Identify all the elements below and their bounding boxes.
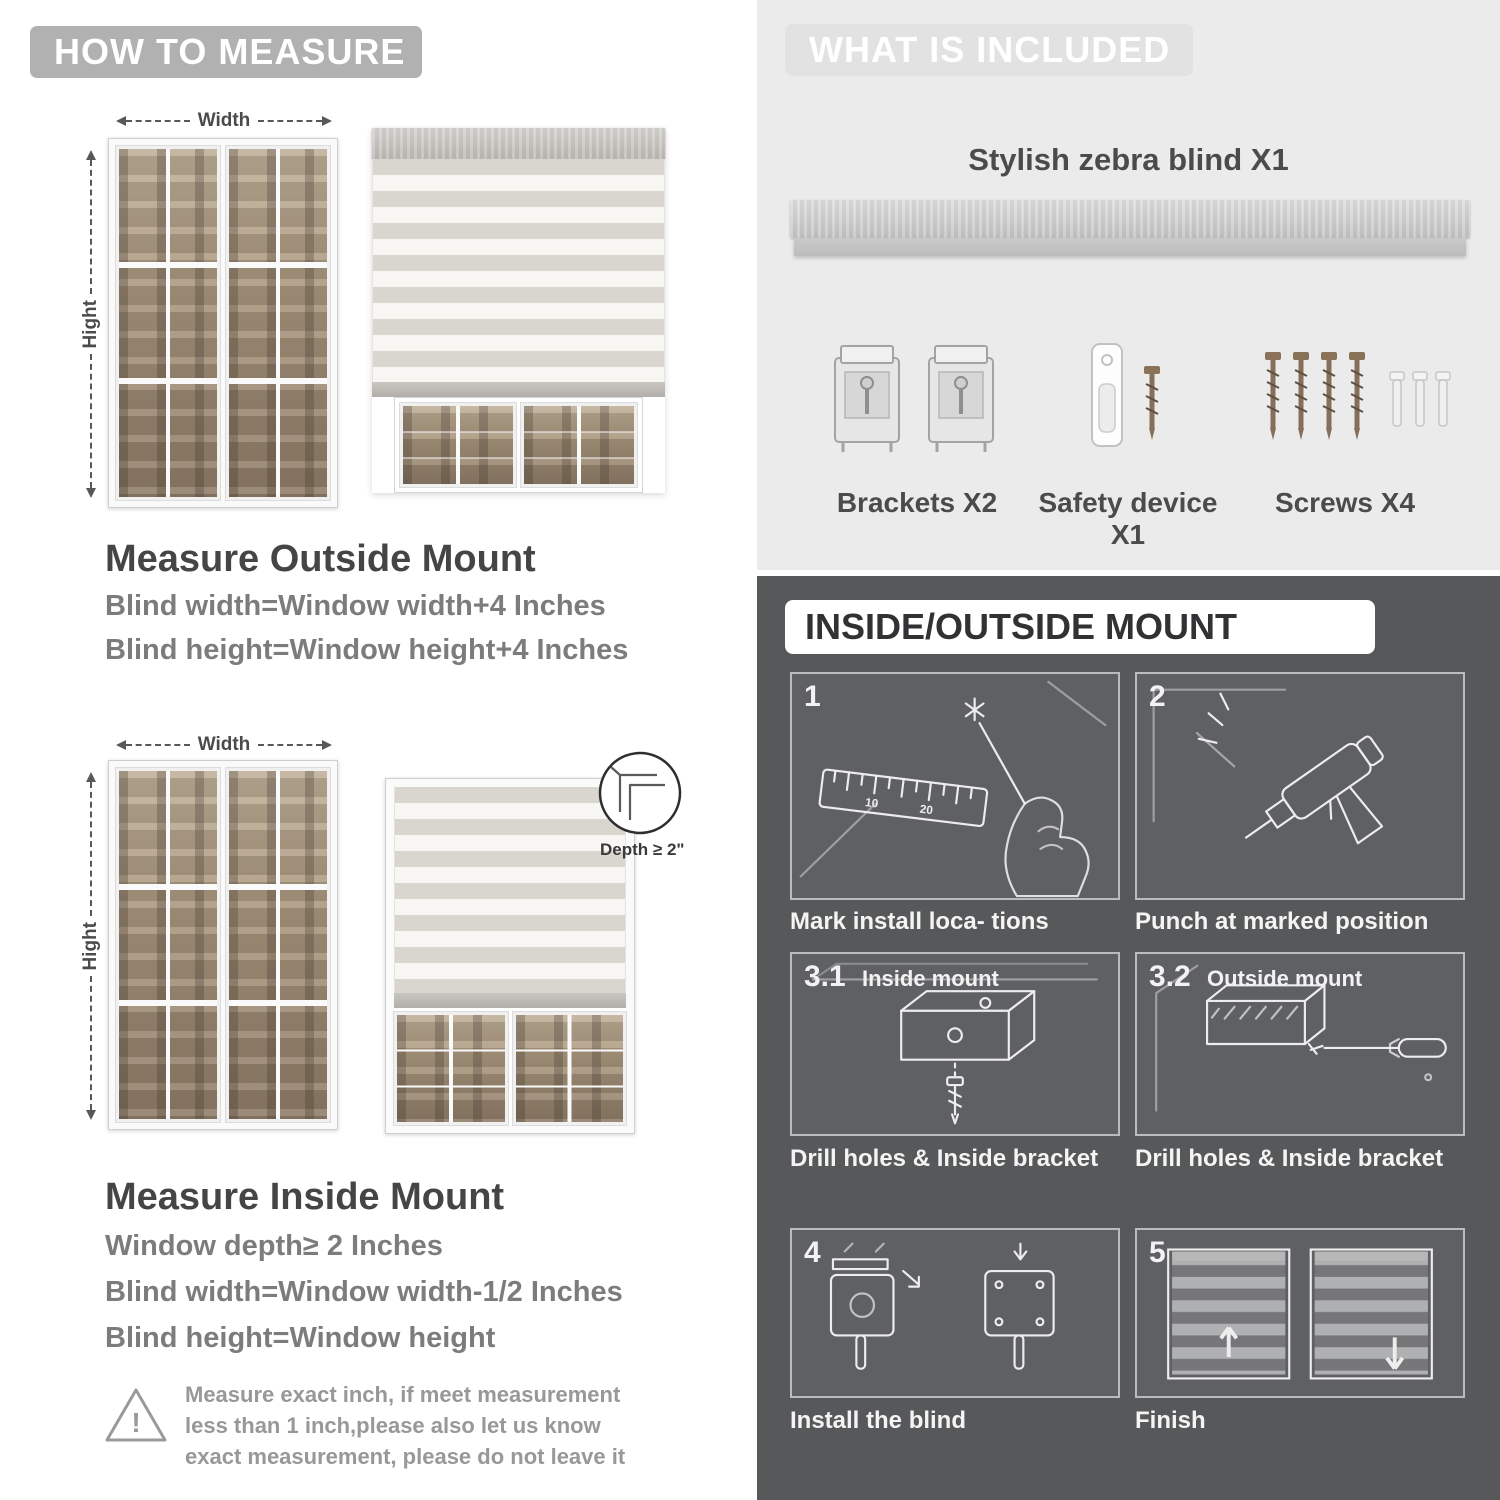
finished-blinds-illustration bbox=[1167, 1248, 1433, 1380]
step-panel-1: 10 20 1 bbox=[790, 672, 1120, 900]
outside-bracket-illustration bbox=[1155, 964, 1447, 1112]
window-sash bbox=[225, 767, 331, 1123]
install-blind-illustration bbox=[829, 1242, 1055, 1370]
what-is-included-header: WHAT IS INCLUDED bbox=[785, 24, 1193, 76]
arrowhead-down-icon bbox=[86, 488, 96, 499]
blind-bottomrail bbox=[372, 382, 665, 397]
zebra-blind-headrail-image bbox=[790, 200, 1470, 256]
step-panel-3-1: 3.1 Inside mount bbox=[790, 952, 1120, 1136]
arrowhead-right-icon bbox=[322, 740, 332, 750]
arrowhead-down-icon bbox=[86, 1110, 96, 1121]
window-illustration-inside bbox=[108, 760, 338, 1130]
step-4-caption: Install the blind bbox=[790, 1407, 967, 1434]
arrowhead-left-icon bbox=[116, 116, 126, 126]
inside-formula-width: Blind width=Window width-1/2 Inches bbox=[105, 1276, 623, 1308]
inside-formula-height: Blind height=Window height bbox=[105, 1322, 496, 1354]
svg-text:!: ! bbox=[131, 1407, 140, 1438]
width-label: Width bbox=[197, 734, 251, 755]
blind-headrail bbox=[372, 128, 665, 159]
width-dimension-arrow: Width bbox=[116, 110, 332, 131]
mount-section-header: INSIDE/OUTSIDE MOUNT bbox=[785, 600, 1375, 654]
arrowhead-left-icon bbox=[116, 740, 126, 750]
arrowhead-up-icon bbox=[86, 150, 96, 160]
safety-device-image bbox=[1091, 343, 1160, 447]
zebra-blind-inside-illustration bbox=[385, 778, 635, 1134]
zebra-blind-outside-illustration bbox=[372, 128, 665, 493]
zebra-stripes bbox=[394, 787, 626, 993]
outside-formula-height: Blind height=Window height+4 Inches bbox=[105, 634, 629, 666]
width-label: Width bbox=[197, 110, 251, 131]
height-dimension-arrow: Hight bbox=[80, 150, 102, 499]
step-panel-5: 5 bbox=[1135, 1228, 1465, 1398]
drill-illustration bbox=[1152, 688, 1384, 845]
step-3-2-caption: Drill holes & Inside bracket bbox=[1135, 1145, 1444, 1172]
step-2-caption: Punch at marked position bbox=[1135, 908, 1429, 935]
step-number: 5 bbox=[1149, 1236, 1166, 1269]
mark-locations-illustration: 10 20 bbox=[799, 680, 1107, 898]
step-number: 3.2 bbox=[1149, 960, 1191, 993]
step-panel-2: 2 bbox=[1135, 672, 1465, 900]
height-label: Hight bbox=[80, 299, 101, 349]
brackets-image bbox=[833, 344, 995, 454]
window-illustration-outside bbox=[108, 138, 338, 508]
step-3-1-caption: Drill holes & Inside bracket bbox=[790, 1145, 1099, 1172]
measure-warning-text: Measure exact inch, if meet measurement … bbox=[185, 1382, 626, 1469]
inside-bracket-illustration bbox=[812, 962, 1098, 1125]
inside-formula-depth: Window depth≥ 2 Inches bbox=[105, 1230, 443, 1262]
step-1-caption: Mark install loca- tions bbox=[790, 908, 1049, 935]
step-title: Inside mount bbox=[862, 966, 999, 991]
mount-steps-section: INSIDE/OUTSIDE MOUNT 10 20 bbox=[757, 576, 1500, 1500]
arrowhead-right-icon bbox=[322, 116, 332, 126]
outside-mount-title: Measure Outside Mount bbox=[105, 538, 536, 580]
step-5-caption: Finish bbox=[1135, 1407, 1206, 1434]
step-panel-3-2: 3.2 Outside mount bbox=[1135, 952, 1465, 1136]
step-panel-4: 4 bbox=[790, 1228, 1120, 1398]
step-number: 1 bbox=[804, 680, 821, 713]
what-is-included-section: WHAT IS INCLUDED Stylish zebra blind X1 bbox=[757, 0, 1500, 570]
blind-bottomrail bbox=[394, 993, 626, 1008]
svg-text:20: 20 bbox=[919, 803, 934, 818]
step-number: 3.1 bbox=[804, 960, 846, 993]
height-dimension-arrow: Hight bbox=[80, 772, 102, 1121]
inside-mount-title: Measure Inside Mount bbox=[105, 1176, 505, 1218]
arrowhead-up-icon bbox=[86, 772, 96, 782]
window-below-blind bbox=[394, 397, 643, 493]
height-label: Hight bbox=[80, 921, 101, 971]
window-sash bbox=[115, 145, 221, 501]
window-sash bbox=[115, 767, 221, 1123]
zebra-stripes bbox=[372, 159, 665, 382]
step-number: 2 bbox=[1149, 680, 1166, 713]
brackets-label: Brackets X2 bbox=[836, 487, 998, 518]
safety-device-label: Safety device X1 bbox=[1038, 487, 1218, 550]
how-to-measure-section: HOW TO MEASURE Width Hight bbox=[30, 26, 685, 1469]
blind-item-label: Stylish zebra blind X1 bbox=[968, 142, 1289, 177]
window-below-blind bbox=[393, 1008, 627, 1126]
screws-image bbox=[1257, 338, 1451, 468]
screws-label: Screws X4 bbox=[1274, 487, 1416, 518]
depth-detail-circle-icon bbox=[598, 751, 682, 835]
window-sash bbox=[225, 145, 331, 501]
step-number: 4 bbox=[804, 1236, 821, 1269]
step-title: Outside mount bbox=[1207, 966, 1363, 991]
how-to-measure-header: HOW TO MEASURE bbox=[30, 26, 422, 78]
depth-label: Depth ≥ 2" bbox=[600, 840, 685, 859]
outside-formula-width: Blind width=Window width+4 Inches bbox=[105, 590, 606, 622]
svg-text:10: 10 bbox=[864, 796, 879, 811]
width-dimension-arrow: Width bbox=[116, 734, 332, 755]
warning-triangle-icon: ! bbox=[105, 1388, 167, 1442]
